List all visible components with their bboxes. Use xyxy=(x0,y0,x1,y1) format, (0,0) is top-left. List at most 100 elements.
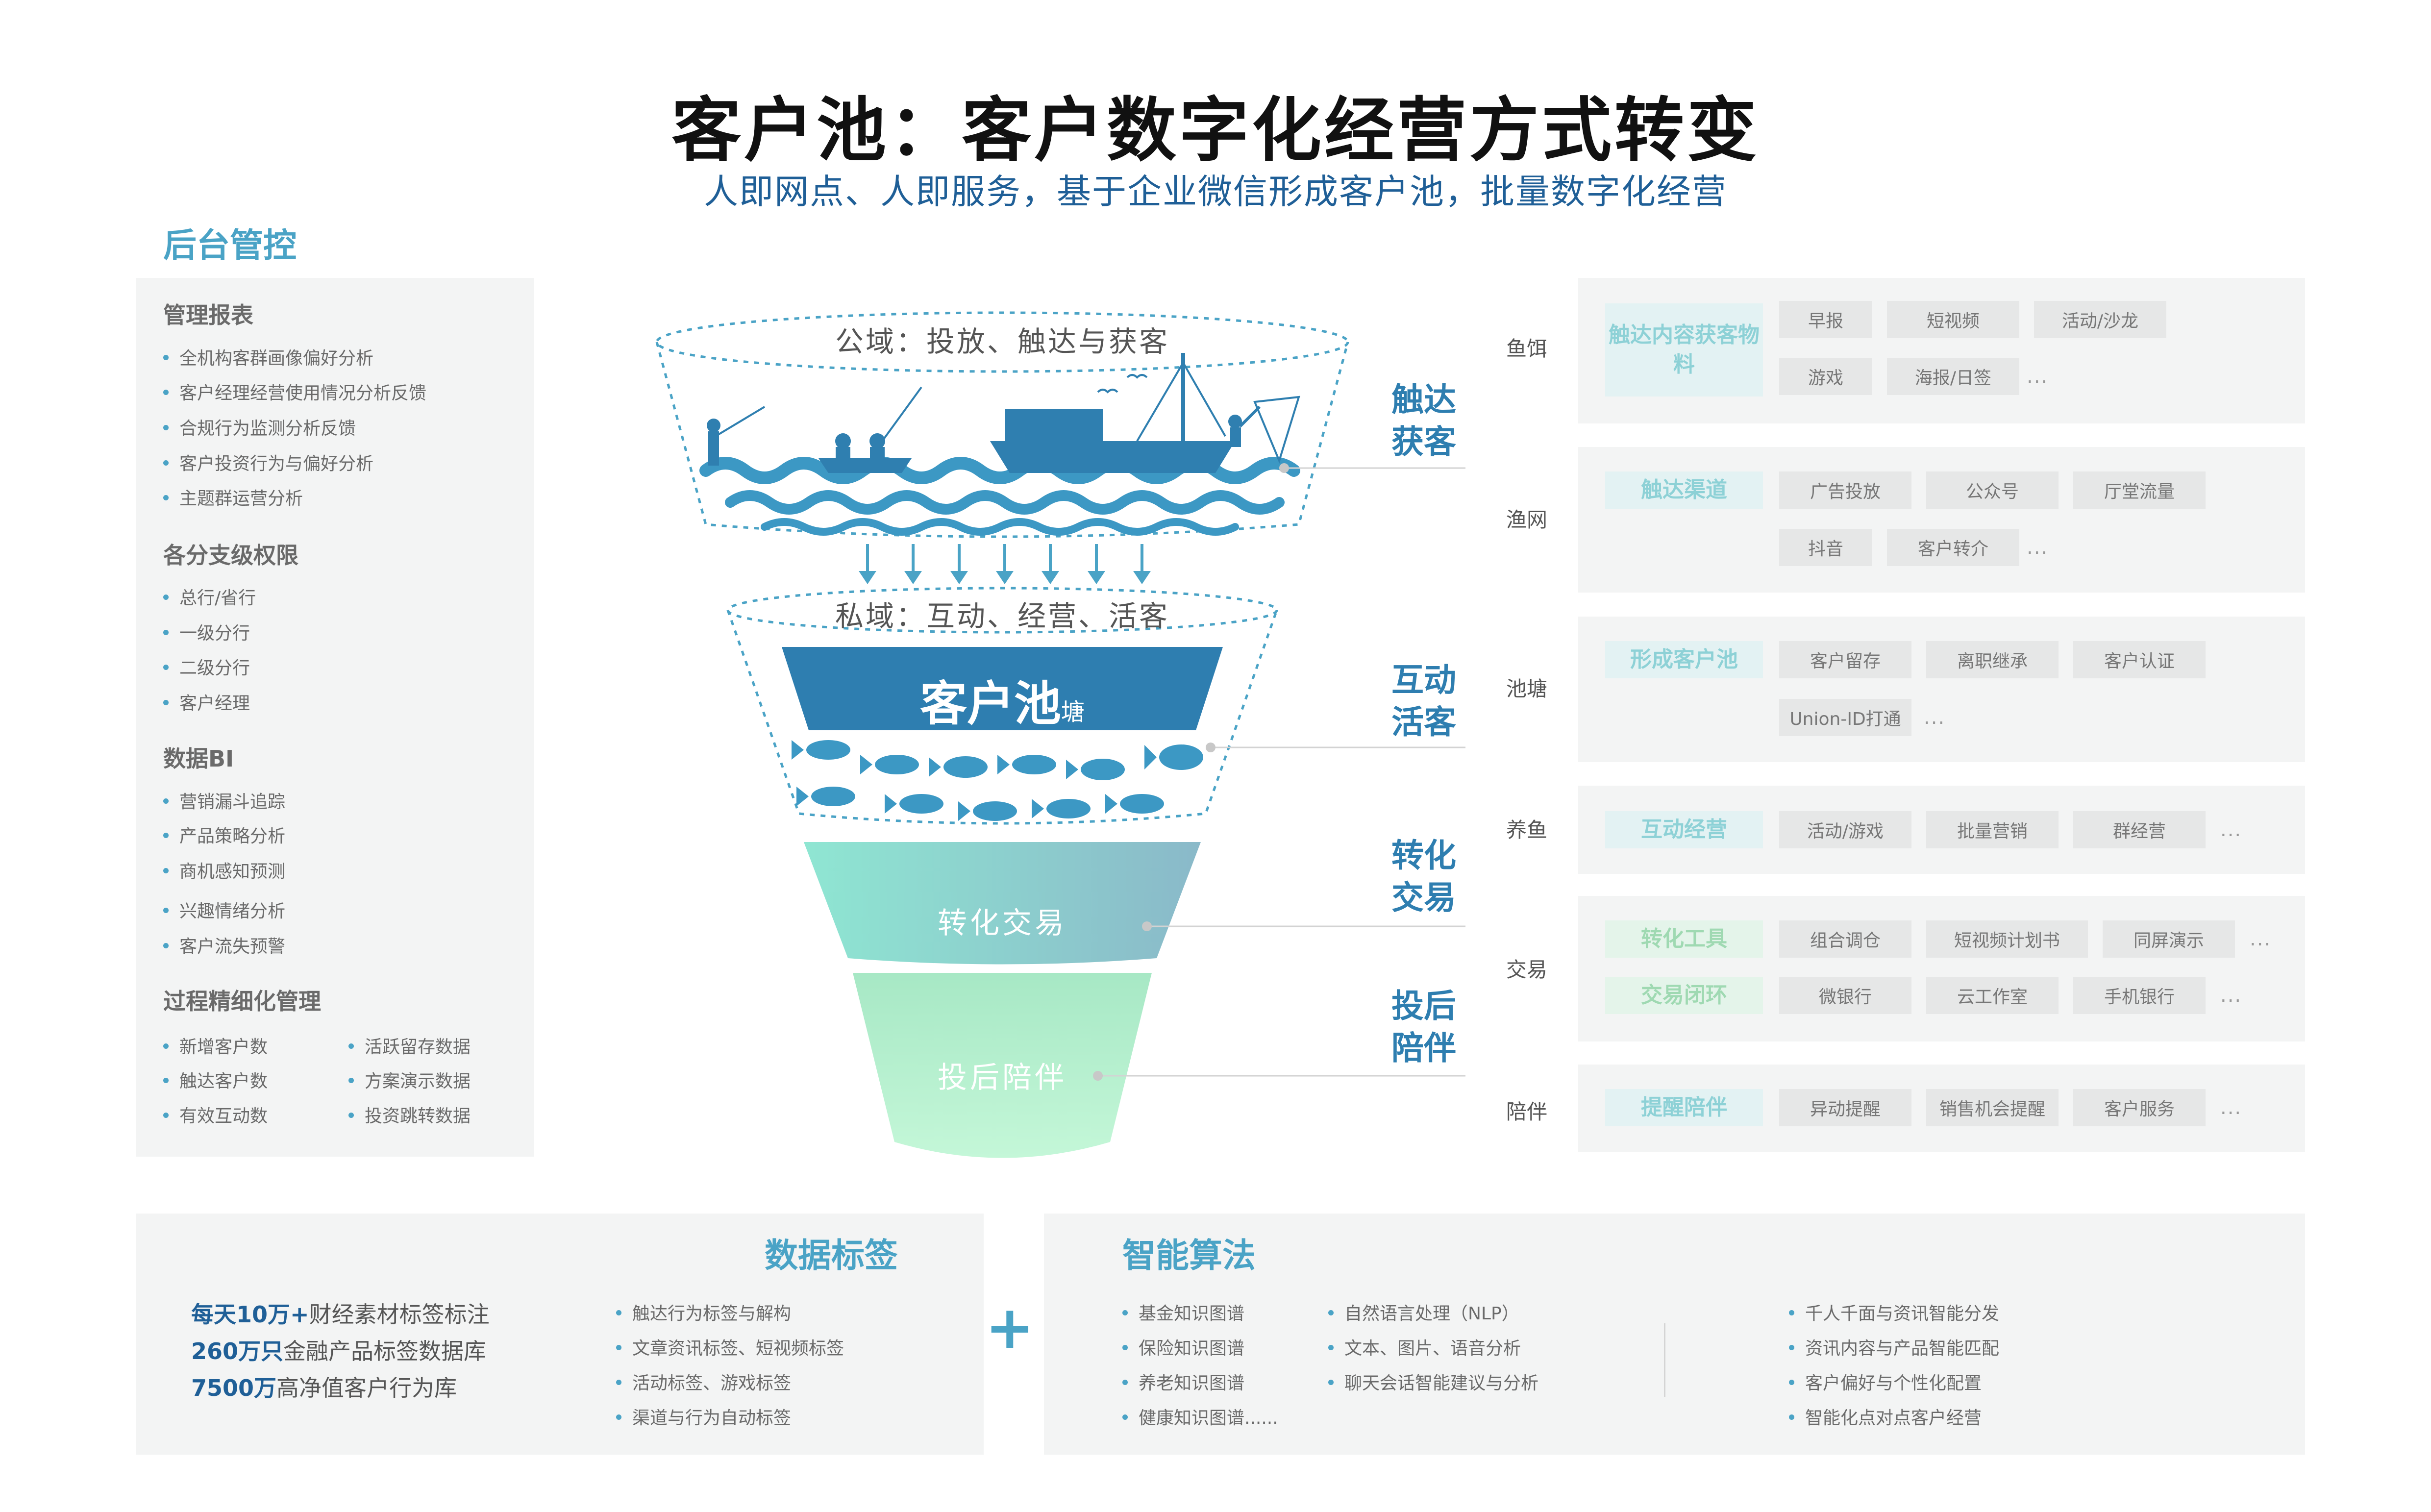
divider xyxy=(1664,1323,1665,1397)
bullet-icon xyxy=(163,664,169,670)
bullet-icon xyxy=(1122,1414,1128,1420)
tag: 活动/游戏 xyxy=(1779,811,1911,848)
data-stat: 260万只金融产品标签数据库 xyxy=(191,1338,487,1364)
data-tags-panel: 数据标签 每天10万+财经素材标签标注 260万只金融产品标签数据库 7500万… xyxy=(136,1214,984,1455)
list-item: 自然语言处理（NLP） xyxy=(1328,1299,1519,1325)
list-item: 有效互动数 xyxy=(163,1102,268,1127)
row-head-net: 触达渠道 xyxy=(1605,471,1763,509)
row-head-companion: 提醒陪伴 xyxy=(1605,1089,1763,1126)
list-item: 千人千面与资讯智能分发 xyxy=(1789,1299,1999,1325)
bullet-icon xyxy=(1328,1310,1334,1315)
convert-trade-label: 转化交易 xyxy=(938,906,1067,941)
row-head-bait: 触达内容获客物料 xyxy=(1605,303,1763,397)
row-bait: 触达内容获客物料 早报 短视频 活动/沙龙 游戏 海报/日签 ... xyxy=(1578,278,2305,423)
bullet-icon xyxy=(1789,1310,1794,1315)
list-item: 客户投资行为与偏好分析 xyxy=(163,449,373,475)
row-head-convert-tools: 转化工具 xyxy=(1605,920,1763,958)
bullet-icon xyxy=(1122,1344,1128,1350)
row-raise-fish: 互动经营 活动/游戏 批量营销 群经营 ... xyxy=(1578,786,2305,874)
tag: 同屏演示 xyxy=(2103,920,2235,958)
tag: 游戏 xyxy=(1779,358,1872,395)
list-item: 客户流失预警 xyxy=(163,932,285,958)
bullet-icon xyxy=(348,1112,354,1118)
bullet-icon xyxy=(163,389,169,395)
after-investment-label: 投后陪伴 xyxy=(938,1061,1067,1095)
tag: 微银行 xyxy=(1779,977,1911,1014)
tag: 客户转介 xyxy=(1887,529,2019,566)
more-indicator: ... xyxy=(2250,928,2272,950)
bullet-icon xyxy=(1122,1379,1128,1385)
tag: 活动/沙龙 xyxy=(2034,301,2166,338)
fish-icon xyxy=(1105,794,1164,814)
stage-convert-trade: 转化交易 xyxy=(1391,837,1456,917)
private-domain-label: 私域：互动、经营、活客 xyxy=(835,599,1169,633)
arrow-down-icon xyxy=(904,544,922,584)
data-tags-heading: 数据标签 xyxy=(765,1237,898,1275)
bullet-icon xyxy=(1328,1379,1334,1385)
list-item: 保险知识图谱 xyxy=(1122,1334,1244,1360)
list-item: 合规行为监测分析反馈 xyxy=(163,414,356,440)
small-boat-icon xyxy=(819,386,922,473)
wave-icon xyxy=(761,518,1239,536)
bullet-icon xyxy=(1328,1344,1334,1350)
bullet-icon xyxy=(163,495,169,500)
stage-interact-activate: 互动活客 xyxy=(1391,661,1456,741)
tag: 厅堂流量 xyxy=(2073,471,2206,509)
list-item: 全机构客群画像偏好分析 xyxy=(163,344,373,370)
bullet-icon xyxy=(163,460,169,466)
bullet-icon xyxy=(163,424,169,430)
fish-icon xyxy=(885,794,943,814)
bullet-icon xyxy=(163,907,169,913)
page-title: 客户池：客户数字化经营方式转变 xyxy=(671,90,1760,171)
list-item: 活跃留存数据 xyxy=(348,1033,471,1058)
fish-icon xyxy=(997,755,1056,774)
fish-icon xyxy=(792,740,850,760)
section-title: 管理报表 xyxy=(163,302,253,328)
bullet-icon xyxy=(163,1112,169,1118)
list-item: 聊天会话智能建议与分析 xyxy=(1328,1369,1538,1394)
row-head-raise-fish: 互动经营 xyxy=(1605,811,1763,848)
list-item: 客户经理 xyxy=(163,689,250,715)
tag: 销售机会提醒 xyxy=(1926,1089,2059,1126)
tag: 客户留存 xyxy=(1779,641,1911,678)
bullet-icon xyxy=(1789,1414,1794,1420)
after-investment-funnel xyxy=(853,973,1152,1158)
left-panel: 管理报表 全机构客群画像偏好分析 客户经理经营使用情况分析反馈 合规行为监测分析… xyxy=(136,278,534,1157)
bullet-icon xyxy=(163,942,169,948)
bullet-icon xyxy=(348,1043,354,1049)
fish-school xyxy=(792,740,1203,821)
more-indicator: ... xyxy=(2027,536,2049,559)
arrow-down-icon xyxy=(1042,544,1059,584)
fish-icon xyxy=(860,755,919,774)
tag: 海报/日签 xyxy=(1887,358,2019,395)
convert-trade-funnel xyxy=(804,842,1201,965)
bullet-icon xyxy=(163,1077,169,1083)
category-trade: 交易 xyxy=(1506,958,1548,982)
list-item: 文章资讯标签、短视频标签 xyxy=(616,1334,844,1360)
row-trade: 转化工具 组合调仓 短视频计划书 同屏演示 ... 交易闭环 微银行 云工作室 … xyxy=(1578,896,2305,1041)
bullet-icon xyxy=(616,1310,621,1315)
wave-icon xyxy=(725,490,1285,515)
bullet-icon xyxy=(348,1077,354,1083)
list-item: 兴趣情绪分析 xyxy=(163,897,285,922)
bullet-icon xyxy=(1122,1310,1128,1315)
list-item: 投资跳转数据 xyxy=(348,1102,471,1127)
fish-icon xyxy=(1066,759,1125,780)
section-title: 数据BI xyxy=(163,745,234,772)
list-item: 活动标签、游戏标签 xyxy=(616,1369,791,1394)
category-net: 渔网 xyxy=(1506,508,1548,532)
flow-arrows xyxy=(859,544,1151,584)
list-item: 新增客户数 xyxy=(163,1033,268,1058)
bullet-icon xyxy=(163,629,169,635)
customer-pool-sub: 塘 xyxy=(1061,698,1085,726)
arrow-down-icon xyxy=(859,544,876,584)
tag: 公众号 xyxy=(1926,471,2059,509)
tag: 云工作室 xyxy=(1926,977,2059,1014)
bullet-icon xyxy=(163,868,169,873)
more-indicator: ... xyxy=(2220,984,2242,1007)
tag: 短视频计划书 xyxy=(1926,920,2088,958)
list-item: 总行/省行 xyxy=(163,584,256,609)
list-item: 一级分行 xyxy=(163,619,250,644)
tag: Union-ID打通 xyxy=(1779,699,1911,736)
category-raise-fish: 养鱼 xyxy=(1506,818,1548,842)
